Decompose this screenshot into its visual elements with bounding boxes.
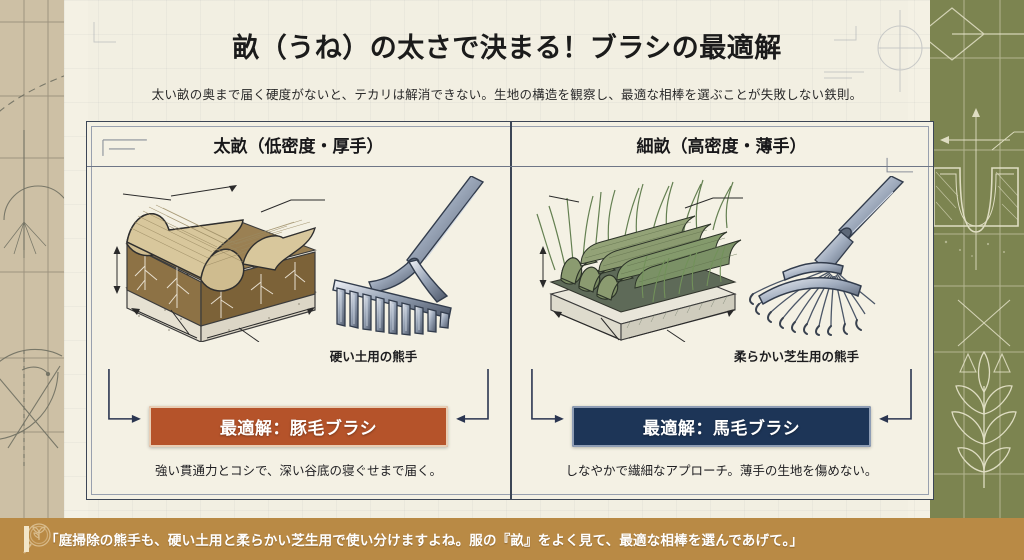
frame-divider — [510, 122, 512, 499]
blueprint-arcs-icon — [0, 0, 64, 518]
panel-thick-wale: 太畝（低密度・厚手） — [87, 122, 510, 499]
fine-corduroy-grass-ridge-cross-section-icon — [535, 179, 743, 342]
footer-quote-text: 「庭掃除の熊手も、硬い土用と柔らかい芝生用で使い分けますよね。服の『畝』をよく見… — [45, 533, 804, 548]
groove-section-and-leaf-icon — [930, 0, 1024, 518]
panel-illustrations — [87, 168, 510, 343]
comparison-frame: 太畝（低密度・厚手） — [86, 121, 934, 500]
stiff-soil-rake-icon — [331, 175, 484, 336]
panel-caption: しなやかで繊細なアプローチ。薄手の生地を傷めない。 — [565, 464, 878, 478]
right-decor-band — [930, 0, 1024, 518]
converging-arrows — [510, 367, 933, 437]
tool-label: 柔らかい芝生用の熊手 — [733, 350, 859, 364]
panel-fine-wale: 細畝（高密度・薄手） — [510, 122, 933, 499]
panel-heading: 太畝（低密度・厚手） — [87, 122, 510, 167]
paper-margin-left — [64, 0, 88, 518]
panel-illustrations — [510, 168, 933, 343]
panel-caption: 強い貫通力とコシで、深い谷底の寝ぐせまで届く。 — [154, 464, 442, 478]
tool-label: 硬い土用の熊手 — [329, 350, 418, 364]
page-title: 畝（うね）の太さで決まる！ブラシの最適解 — [232, 33, 782, 63]
panel-heading: 細畝（高密度・薄手） — [510, 122, 933, 167]
recommendation-banner[interactable]: 最適解：豚毛ブラシ — [149, 406, 448, 447]
footer-quote-bar: 「庭掃除の熊手も、硬い土用と柔らかい芝生用で使い分けますよね。服の『畝』をよく見… — [0, 518, 1024, 560]
left-decor-band — [0, 0, 64, 518]
frame-corner-marks — [102, 139, 914, 173]
recommendation-banner[interactable]: 最適解：馬毛ブラシ — [572, 406, 871, 447]
magnifier-plant-seal-icon — [23, 523, 51, 554]
converging-arrows — [87, 367, 510, 437]
quote-accent-bar — [24, 526, 29, 552]
thick-corduroy-ridge-cross-section-icon — [113, 184, 325, 342]
fan-leaf-rake-icon — [748, 175, 904, 336]
page-subtitle: 太い畝の奥まで届く硬度がないと、テカリは解消できない。生地の構造を観察し、最適な… — [151, 88, 863, 102]
